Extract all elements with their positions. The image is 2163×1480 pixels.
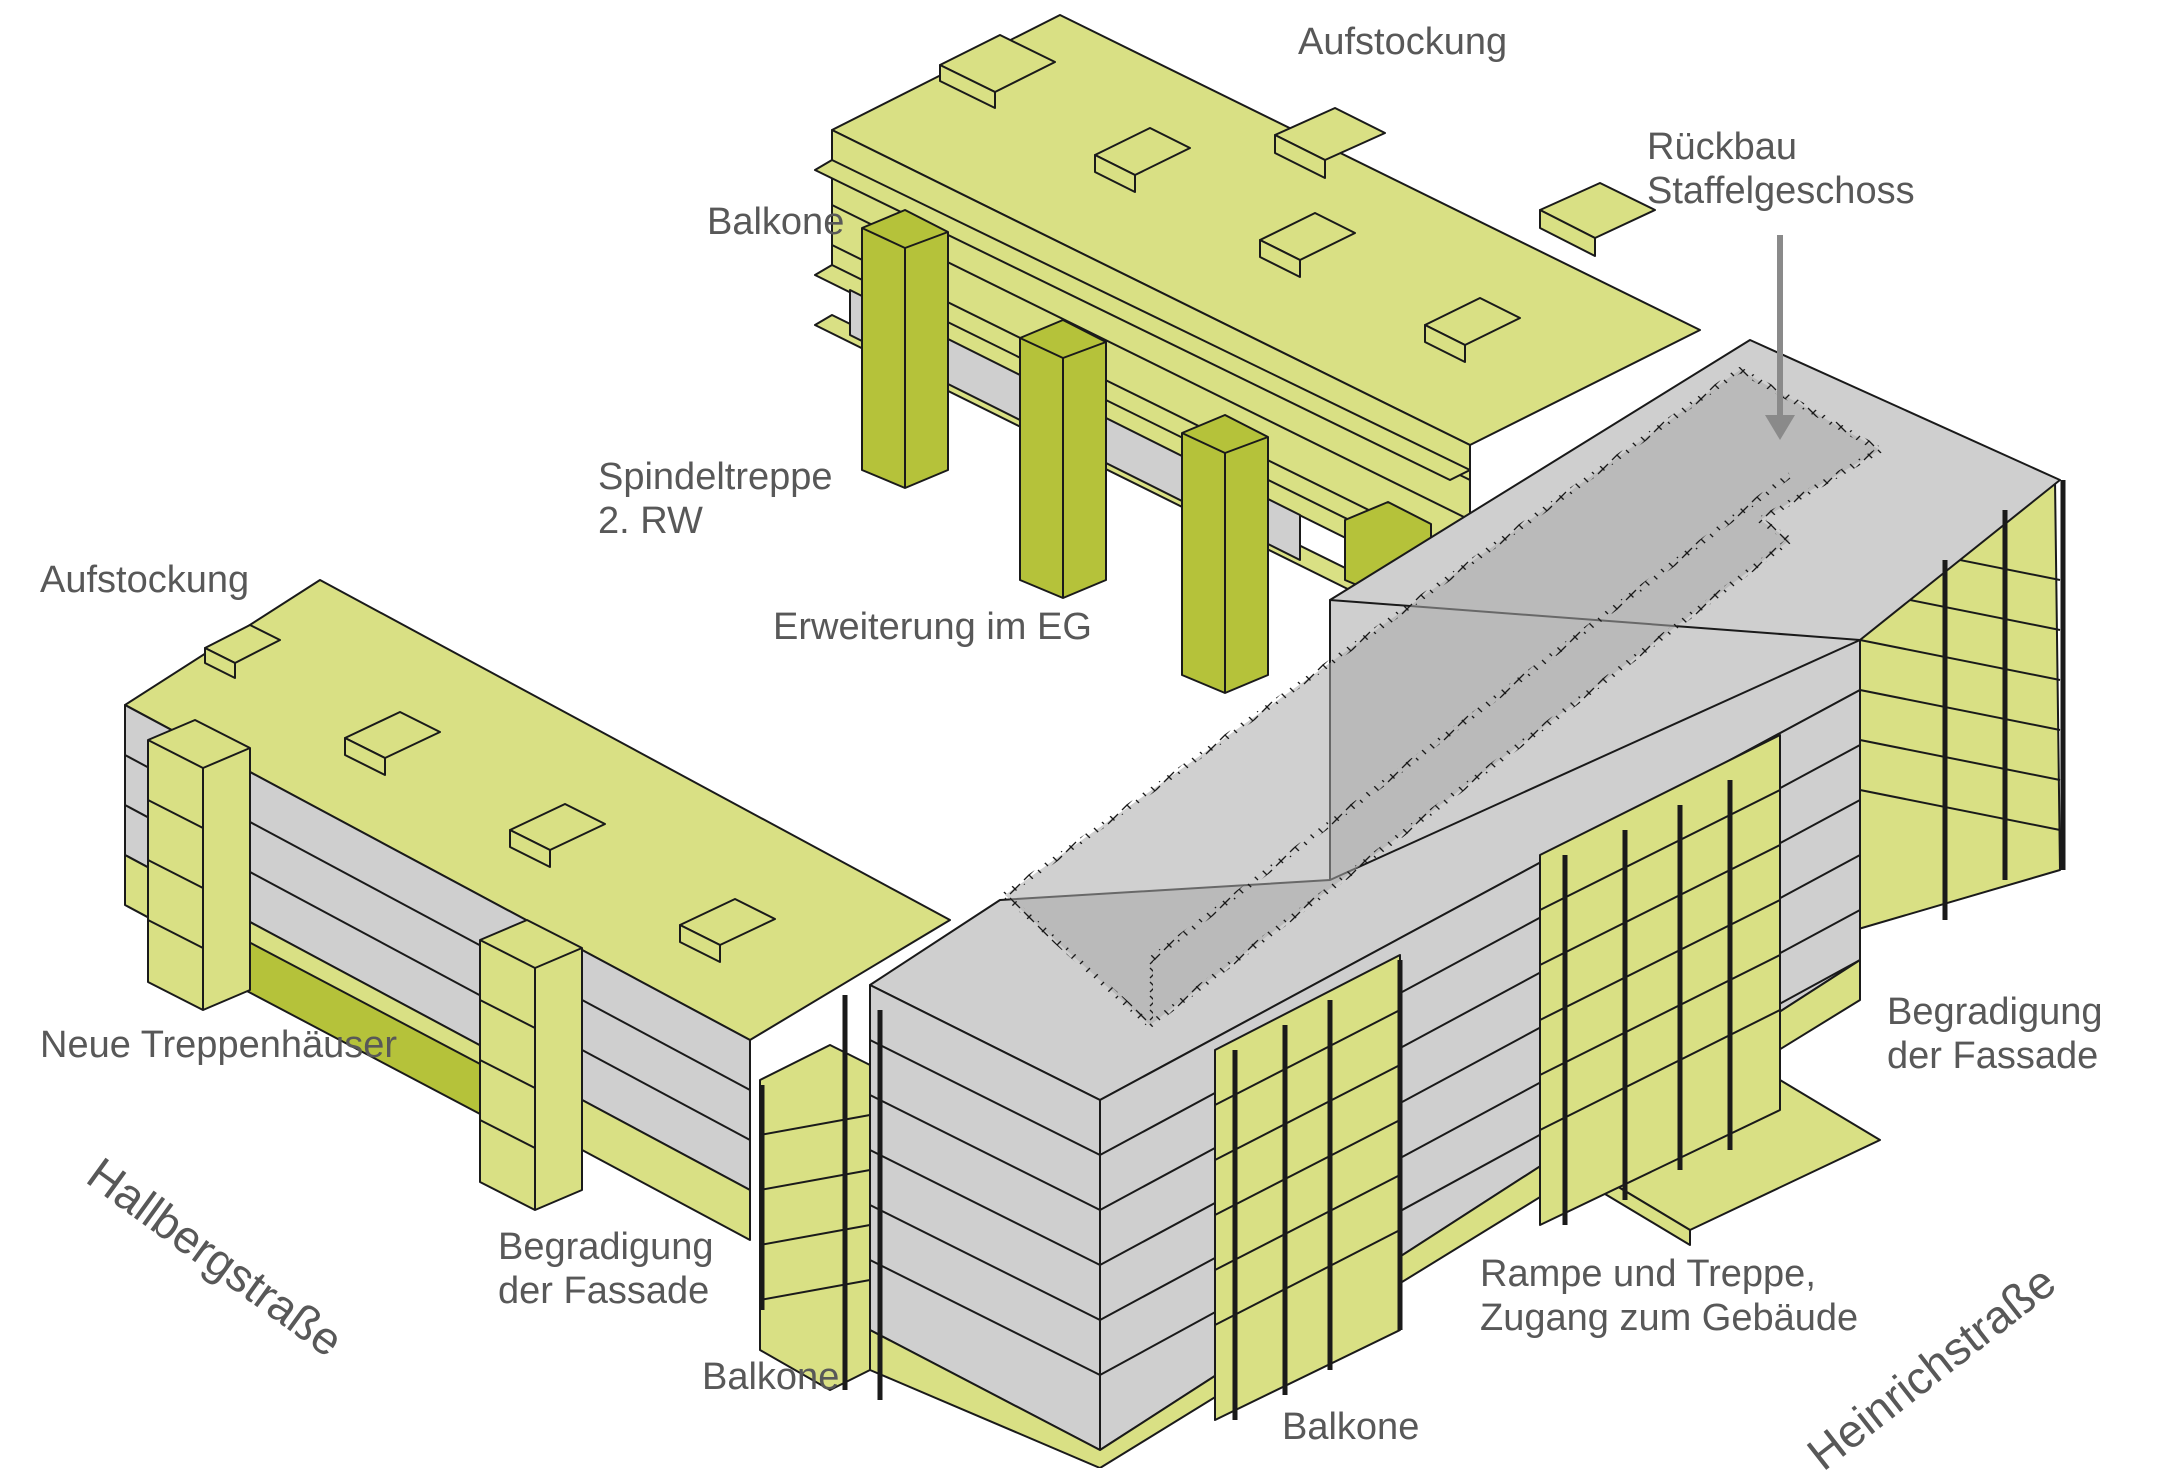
label-rampe-line1: Rampe und Treppe, [1480,1253,1816,1295]
label-neue-treppenhaeuser: Neue Treppenhäuser [40,1024,398,1066]
label-begradigung-left-line1: Begradigung [498,1226,714,1268]
label-rampe-line2: Zugang zum Gebäude [1480,1297,1859,1339]
label-aufstockung-left: Aufstockung [40,559,250,601]
balconies [759,480,2066,1421]
label-rampe: Rampe und Treppe, Zugang zum Gebäude [1480,1252,1858,1340]
balcony-stack-middle [1214,954,1403,1421]
label-begradigung-right-line2: der Fassade [1887,1035,2099,1077]
label-begradigung-left: Begradigung der Fassade [498,1225,714,1313]
label-balkone-left: Balkone [702,1356,840,1398]
label-balkone-top: Balkone [707,201,845,243]
label-rueckbau-line1: Rückbau [1647,126,1797,168]
label-rueckbau: Rückbau Staffelgeschoss [1647,125,1915,213]
label-begradigung-left-line2: der Fassade [498,1270,710,1312]
rueckbau-arrow [1765,235,1795,440]
label-erweiterung: Erweiterung im EG [773,606,1092,648]
removed-penthouse [1002,367,1883,1028]
balcony-stack-right [1539,734,1781,1226]
label-spindeltreppe-line1: Spindeltreppe [598,456,833,498]
label-balkone-bottom: Balkone [1282,1406,1420,1448]
west-wing [124,579,951,1241]
label-begradigung-right: Begradigung der Fassade [1887,990,2103,1078]
label-spindeltreppe-line2: 2. RW [598,500,703,542]
balcony-stack-left [759,995,883,1400]
rooftop-units-west [344,711,776,963]
label-aufstockung-top: Aufstockung [1298,21,1508,63]
balcony-posts-east [1942,480,2066,920]
label-begradigung-right-line1: Begradigung [1887,991,2103,1033]
label-rueckbau-line2: Staffelgeschoss [1647,170,1915,212]
rooftop-units-top [1094,127,1521,363]
new-stair-towers [147,719,583,1211]
spindle-stairs [861,209,1432,694]
label-spindeltreppe: Spindeltreppe 2. RW [598,455,833,543]
